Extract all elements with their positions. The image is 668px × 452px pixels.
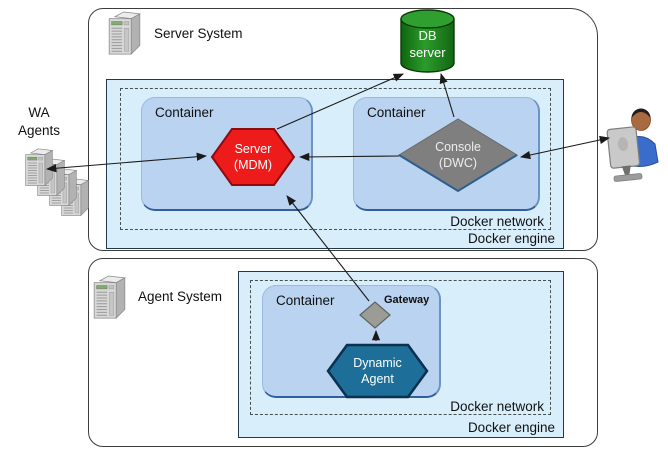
agent-docker-network-box: Docker network [250, 280, 551, 415]
db-server-node: DB server [398, 8, 457, 74]
diamond-shape [359, 301, 391, 329]
server-mdm-text: Server (MDM) [233, 142, 273, 172]
diamond-shape [398, 118, 518, 193]
dynamic-agent-text: Dynamic Agent [353, 356, 402, 386]
hexagon-shape [326, 343, 429, 399]
server-system-label: Server System [154, 26, 243, 41]
server-tower-icon [24, 148, 54, 188]
hexagon-shape [210, 128, 296, 186]
console-dwc-text: Console (DWC) [435, 140, 481, 170]
server-tower-icon [107, 11, 142, 57]
container-mdm-label: Container [155, 105, 214, 120]
console-dwc-node: Console (DWC) [397, 117, 519, 193]
server-docker-network-label: Docker network [450, 214, 544, 229]
server-tower-icon [92, 275, 127, 321]
dynamic-agent-node: Dynamic Agent [326, 342, 429, 400]
gateway-node [358, 300, 392, 330]
server-mdm-node: Server (MDM) [210, 125, 296, 189]
user-at-computer-icon [606, 108, 659, 182]
agent-docker-engine-label: Docker engine [467, 420, 555, 435]
agent-docker-network-label: Docker network [450, 399, 544, 414]
wa-agents-label: WA Agents [17, 105, 61, 138]
agent-system-label: Agent System [138, 289, 223, 304]
gateway-label: Gateway [384, 294, 430, 306]
db-server-text: DB server [409, 28, 446, 60]
database-cylinder-icon [400, 9, 455, 73]
container-agent-label: Container [276, 293, 335, 308]
server-docker-engine-label: Docker engine [467, 231, 555, 246]
